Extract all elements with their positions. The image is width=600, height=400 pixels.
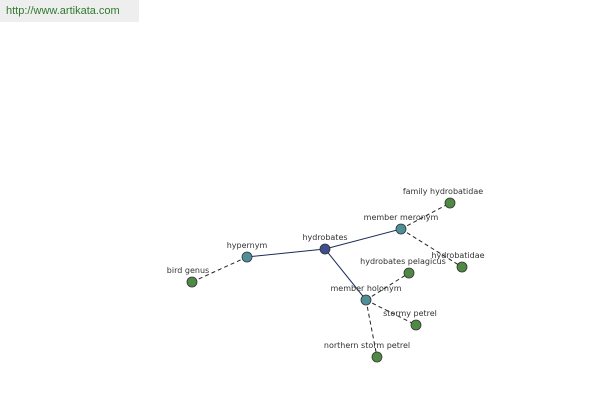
edge-hydrobates-to-hypernym xyxy=(246,248,326,258)
node-label-northern-storm-petrel: northern storm petrel xyxy=(324,341,410,350)
graph-node-hydrobates-pelagicus[interactable]: hydrobates pelagicus xyxy=(360,257,446,279)
graph-node-stormy-petrel[interactable]: stormy petrel xyxy=(383,309,437,331)
edge-hypernym-to-bird-genus xyxy=(191,256,248,283)
node-label-family-hydrobatidae: family hydrobatidae xyxy=(403,187,483,196)
graph-node-hydrobatidae[interactable]: hydrobatidae xyxy=(431,251,485,273)
node-label-hypernym: hypernym xyxy=(227,241,268,250)
nodes-layer: hydrobates hypernym member meronym member h… xyxy=(167,187,485,363)
edge-member-meronym-to-hydrobatidae xyxy=(400,228,463,268)
edge-member-holonym-to-hydrobates-pelagicus xyxy=(365,272,410,301)
node-dot-bird-genus[interactable] xyxy=(186,276,198,288)
node-dot-family-hydrobatidae[interactable] xyxy=(444,197,456,209)
node-dot-member-meronym[interactable] xyxy=(395,223,407,235)
node-dot-hypernym[interactable] xyxy=(241,251,253,263)
node-dot-stormy-petrel[interactable] xyxy=(410,319,422,331)
graph-node-member-holonym[interactable]: member holonym xyxy=(330,284,402,306)
node-label-hydrobates: hydrobates xyxy=(302,233,347,242)
node-label-bird-genus: bird genus xyxy=(167,266,209,275)
node-dot-hydrobatidae[interactable] xyxy=(456,261,468,273)
graph-node-hydrobates[interactable]: hydrobates xyxy=(302,233,348,255)
edge-member-holonym-to-stormy-petrel xyxy=(365,299,417,326)
edges-layer xyxy=(191,202,463,358)
edge-hydrobates-to-member-meronym xyxy=(324,228,402,250)
node-label-member-holonym: member holonym xyxy=(330,284,401,293)
node-label-stormy-petrel: stormy petrel xyxy=(383,309,437,318)
node-label-member-meronym: member meronym xyxy=(364,213,439,222)
node-label-hydrobates-pelagicus: hydrobates pelagicus xyxy=(360,257,446,266)
graph-node-family-hydrobatidae[interactable]: family hydrobatidae xyxy=(403,187,483,209)
graph-node-hypernym[interactable]: hypernym xyxy=(227,241,268,263)
node-dot-member-holonym[interactable] xyxy=(360,294,372,306)
node-dot-hydrobates-pelagicus[interactable] xyxy=(403,267,415,279)
source-url-link[interactable]: http://www.artikata.com xyxy=(6,5,120,17)
edge-member-holonym-to-northern-storm-petrel xyxy=(365,299,378,358)
node-label-hydrobatidae: hydrobatidae xyxy=(431,251,484,260)
graph-node-bird-genus[interactable]: bird genus xyxy=(167,266,209,288)
source-banner: http://www.artikata.com xyxy=(0,0,139,22)
edge-member-meronym-to-family-hydrobatidae xyxy=(400,202,451,230)
graph-node-member-meronym[interactable]: member meronym xyxy=(364,213,439,235)
node-dot-hydrobates[interactable] xyxy=(319,243,331,255)
edge-hydrobates-to-member-holonym xyxy=(324,248,367,301)
node-dot-northern-storm-petrel[interactable] xyxy=(371,351,383,363)
graph-node-northern-storm-petrel[interactable]: northern storm petrel xyxy=(324,341,410,363)
